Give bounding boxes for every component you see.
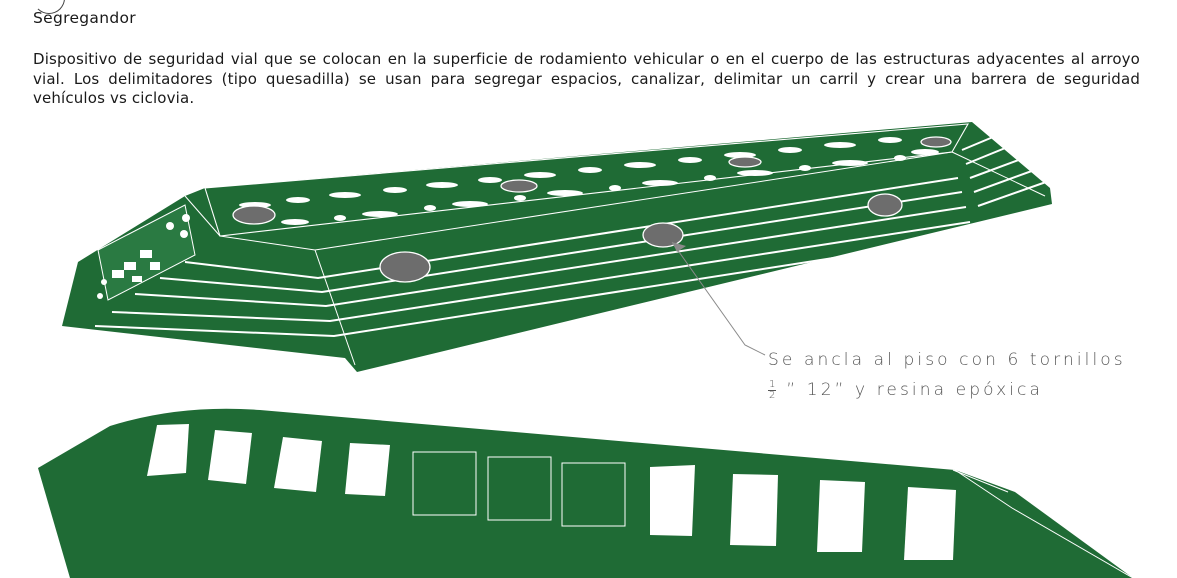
- description-text: Dispositivo de seguridad vial que se col…: [33, 50, 1140, 107]
- edge-line: [314, 249, 356, 366]
- anchoring-note-line1: Se ancla al piso con 6 tornillos: [768, 350, 1126, 370]
- bolt-hole-icon: [642, 222, 684, 248]
- edge-line: [184, 195, 221, 237]
- bolt-hole-icon: [232, 205, 276, 225]
- edge-line: [954, 469, 1134, 578]
- page-title: Segregandor: [33, 9, 136, 27]
- open-stripe-frames: [412, 451, 626, 527]
- bolt-hole-icon: [500, 179, 538, 193]
- leader-arrow-icon: [672, 242, 686, 252]
- right-end-stripes: [961, 131, 1047, 207]
- left-end-pattern: [97, 204, 196, 301]
- bolt-holes: [232, 136, 952, 283]
- callout-leader-line: [671, 241, 766, 356]
- anchoring-note: Se ancla al piso con 6 tornillos 1 2 ” 1…: [768, 345, 1126, 405]
- edge-line: [219, 235, 316, 251]
- bolt-hole-icon: [920, 136, 952, 148]
- segregator-side-view: [38, 408, 1134, 578]
- anchoring-note-line2: ” 12” y resina epóxica: [786, 380, 1044, 400]
- bolt-hole-icon: [379, 251, 431, 283]
- edge-line: [314, 151, 953, 251]
- bolt-hole-icon: [728, 156, 762, 168]
- bolt-size-fraction: 1 2: [768, 378, 777, 401]
- reflective-stripe-icon: [147, 424, 956, 560]
- bolt-hole-icon: [867, 193, 903, 217]
- side-body: [38, 408, 1133, 578]
- edge-line: [952, 469, 1009, 493]
- segregator-top-view: [62, 122, 1052, 372]
- front-stripes: [94, 177, 975, 338]
- device-body: [62, 122, 1052, 372]
